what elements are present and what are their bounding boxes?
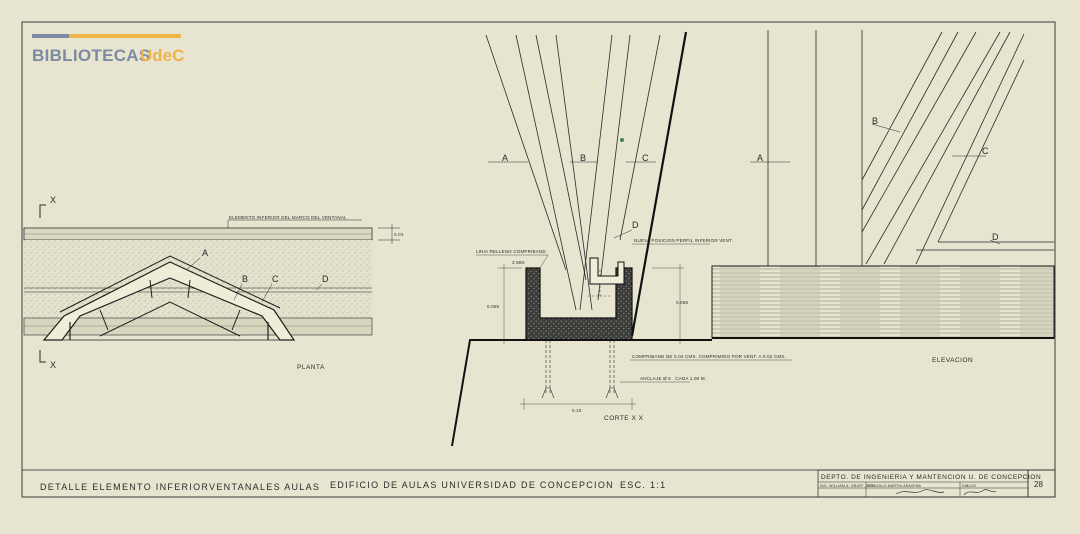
section-dim-left: 0.065 [487,304,500,309]
section-note-comprib: LINIA RELLENO COMPRIBAND [476,249,546,254]
plan-title: PLANTA [297,364,325,371]
title-block: DETALLE ELEMENTO INFERIORVENTANALES AULA… [22,469,1056,498]
project-name: EDIFICIO DE AULAS UNIVERSIDAD DE CONCEPC… [330,480,614,490]
section-label-a: A [502,153,508,163]
credit-engineer: GONZALO MARTIN ARAVENA [868,484,922,488]
sheet-border [21,21,1056,498]
logo-text-secondary: UdeC [140,46,184,65]
section-view: A B C D LINIA RELLENO COMPRIBAND 3 MM. N… [451,31,792,447]
plan-label-c: C [272,274,279,284]
section-marker-top: X [50,195,56,205]
section-dim-right: 0.065 [676,300,689,305]
plan-dim-note: 0.01 [394,232,404,237]
department-name: DEPTO. DE INGENIERIA Y MANTENCION U. DE … [821,474,1041,481]
plan-label-d: D [322,274,329,284]
signature-1 [895,489,945,495]
drawing-title: DETALLE ELEMENTO INFERIORVENTANALES AULA… [40,482,320,492]
section-label-c: C [642,153,649,163]
section-note-comprimido: COMPRIBAND DE 0.04 CMS. COMPRIMIDO POR V… [632,354,786,359]
sheet-number: 28 [1034,480,1043,489]
glass-line [630,31,688,337]
slab-outline [451,339,712,447]
plan-label-b: B [242,274,248,284]
section-note-anchor: ANCLAJE Ø 6 . CADA 1.00 M. [640,376,706,381]
section-title: CORTE X X [604,415,644,422]
plan-view: X X ELEMENTO INFERIOR DEL MARCO DEL VENT… [23,195,404,371]
elevation-title: ELEVACION [932,357,973,364]
section-note-3mm: 3 MM. [512,260,526,265]
elevation-label-d: D [992,232,999,242]
elevation-view: A B C D ELEVACION [711,30,1055,364]
drawing-scale: ESC. 1:1 [620,480,666,490]
credit-draftsman: DIBUJO [962,484,976,488]
section-dim-bottom: 0.10 [572,408,582,413]
credit-chief: ING. WILLIAM A. GRAFF JEFE [820,484,875,488]
signature-2 [963,489,997,496]
elevation-label-a: A [757,153,763,163]
wood-sill [711,265,1055,339]
section-label-d: D [632,220,639,230]
section-note-new-position: NUEVA POSICION PERFIL INFERIOR VENT. [634,238,733,243]
plan-label-a: A [202,248,208,258]
logo-text-primary: BIBLIOTECAS [32,46,151,65]
library-logo: BIBLIOTECAS UdeC [32,34,184,65]
section-label-b: B [580,153,586,163]
elevation-label-b: B [872,116,878,126]
frame-element-note: ELEMENTO INFERIOR DEL MARCO DEL VENTANAL [229,215,347,220]
section-marker-bottom: X [50,360,56,370]
elevation-label-c: C [982,146,989,156]
